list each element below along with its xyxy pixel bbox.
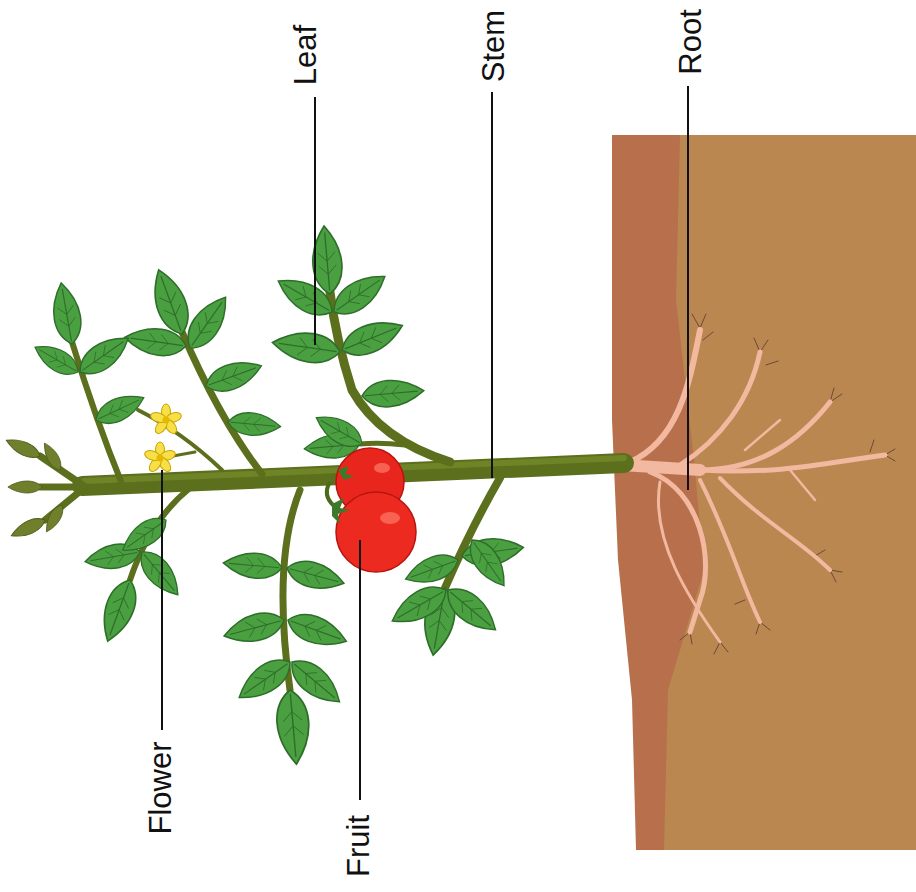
part-label: Fruit (343, 815, 374, 877)
leaves (30, 225, 525, 766)
soil (612, 135, 916, 850)
part-label: Flower (145, 741, 176, 834)
flowers (143, 404, 182, 474)
leader-lines (162, 86, 688, 800)
part-label: Root (675, 9, 706, 74)
roots (622, 314, 895, 654)
branches (72, 292, 500, 690)
stem-tip-leaves (4, 434, 67, 541)
part-label: Stem (478, 10, 509, 82)
tomatoes (327, 448, 416, 572)
part-label: Leaf (290, 25, 321, 85)
